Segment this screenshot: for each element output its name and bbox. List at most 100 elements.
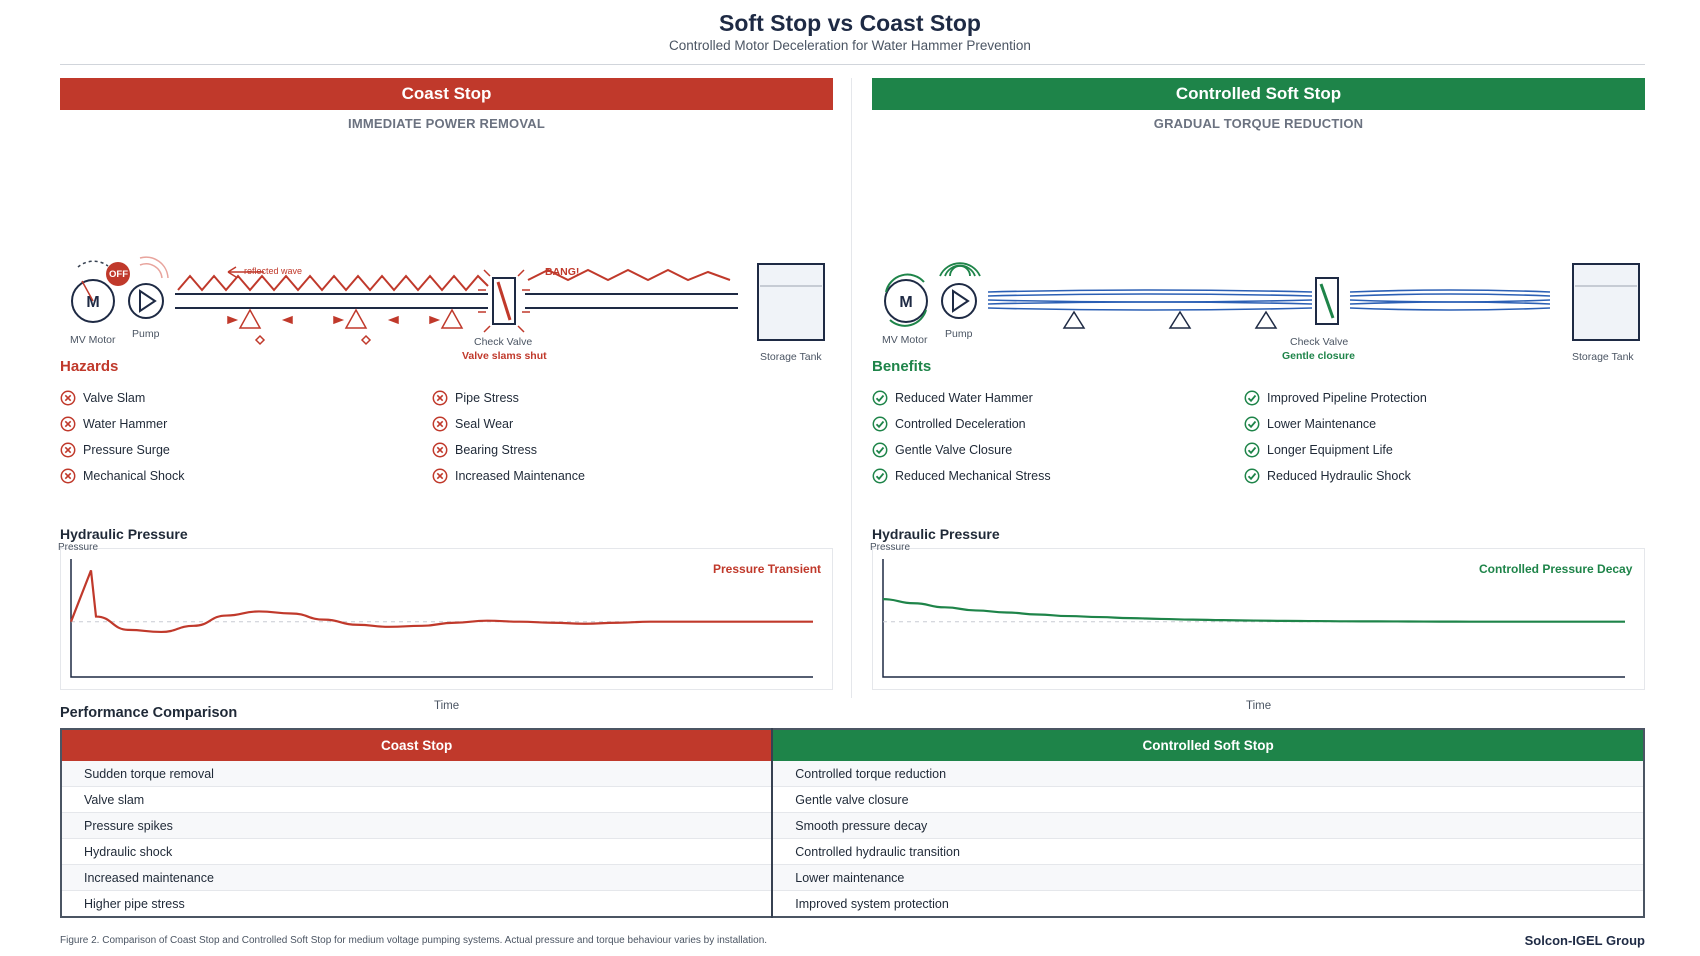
flow-lines <box>987 289 1551 311</box>
list-item: Gentle Valve Closure <box>872 442 1012 458</box>
list-item: Bearing Stress <box>432 442 537 458</box>
soft-check-valve-label: Check Valve <box>1290 336 1349 348</box>
x-circle-icon <box>432 416 448 432</box>
brand-name: Solcon-IGEL Group <box>1524 933 1645 948</box>
coast-chart-title: Hydraulic Pressure <box>60 526 188 542</box>
check-circle-icon <box>1244 390 1260 406</box>
x-circle-icon <box>432 468 448 484</box>
table-cell: Lower maintenance <box>771 864 1644 891</box>
list-item-label: Gentle Valve Closure <box>895 443 1013 457</box>
table-cell: Controlled torque reduction <box>771 761 1644 787</box>
pressure-transient-label: Pressure Transient <box>713 562 822 576</box>
table-cell: Increased maintenance <box>61 864 773 891</box>
table-cell: Controlled hydraulic transition <box>771 838 1644 865</box>
list-item-label: Lower Maintenance <box>1267 417 1377 431</box>
list-item-label: Water Hammer <box>83 417 168 431</box>
table-header-soft: Controlled Soft Stop <box>771 729 1644 761</box>
soft-stop-banner: Controlled Soft Stop <box>872 78 1645 110</box>
title-divider <box>60 64 1645 65</box>
table-header-coast: Coast Stop <box>61 729 773 761</box>
list-item: Lower Maintenance <box>1244 416 1376 432</box>
pump-icon <box>128 256 169 319</box>
off-badge-icon <box>106 262 130 286</box>
list-item-label: Pipe Stress <box>455 391 519 405</box>
motor-icon: M <box>884 273 928 327</box>
coast-tank-label: Storage Tank <box>760 351 822 363</box>
list-item: Seal Wear <box>432 416 513 432</box>
list-item: Reduced Mechanical Stress <box>872 468 1051 484</box>
list-item-label: Reduced Mechanical Stress <box>895 469 1051 483</box>
table-cell: Gentle valve closure <box>771 786 1644 813</box>
coast-pressure-chart <box>60 548 833 690</box>
soft-chart-title: Hydraulic Pressure <box>872 526 1000 542</box>
list-item: Increased Maintenance <box>432 468 585 484</box>
coast-system-diagram: M <box>71 256 825 346</box>
soft-system-diagram: M <box>884 262 1640 341</box>
pump-icon <box>939 262 981 319</box>
page-title: Soft Stop vs Coast Stop <box>719 10 981 36</box>
figure-caption: Figure 2. Comparison of Coast Stop and C… <box>60 935 768 946</box>
storage-tank-icon <box>1572 263 1640 341</box>
list-item-label: Longer Equipment Life <box>1267 443 1393 457</box>
table-cell: Sudden torque removal <box>61 761 773 787</box>
hazards-heading: Hazards <box>60 358 119 375</box>
check-circle-icon <box>1244 468 1260 484</box>
motor-icon: M <box>71 260 115 323</box>
off-badge-label: OFF <box>109 269 128 280</box>
list-item-label: Increased Maintenance <box>455 469 585 483</box>
x-circle-icon <box>60 468 76 484</box>
performance-comparison-title: Performance Comparison <box>60 705 238 721</box>
check-valve-gentle-icon <box>1315 277 1339 325</box>
list-item: Mechanical Shock <box>60 468 184 484</box>
x-circle-icon <box>432 390 448 406</box>
check-circle-icon <box>872 468 888 484</box>
check-circle-icon <box>872 442 888 458</box>
panel-divider <box>851 78 852 698</box>
soft-tagline: GRADUAL TORQUE REDUCTION <box>1153 116 1364 131</box>
table-cell: Higher pipe stress <box>61 890 773 918</box>
list-item: Valve Slam <box>60 390 145 406</box>
list-item-label: Pressure Surge <box>83 443 170 457</box>
soft-pressure-chart <box>872 548 1645 690</box>
check-valve-slam-icon <box>478 269 530 333</box>
x-circle-icon <box>60 416 76 432</box>
list-item: Longer Equipment Life <box>1244 442 1393 458</box>
soft-motor-label: MV Motor <box>882 334 928 346</box>
soft-chart-ylabel: Pressure <box>870 542 911 553</box>
pipe-supports-icon <box>227 308 464 346</box>
bang-label: BANG! <box>545 266 580 278</box>
list-item-label: Seal Wear <box>455 417 514 431</box>
reflected-wave-arrow-icon <box>227 266 264 278</box>
reflected-wave-label: reflected wave <box>244 266 303 276</box>
pressure-series-line <box>69 570 813 634</box>
valve-slams-label: Valve slams shut <box>462 350 547 362</box>
list-item-label: Mechanical Shock <box>83 469 185 483</box>
svg-text:M: M <box>86 294 99 311</box>
list-item: Water Hammer <box>60 416 167 432</box>
table-cell: Hydraulic shock <box>61 838 773 865</box>
pipe-supports-icon <box>1062 310 1278 329</box>
list-item: Reduced Hydraulic Shock <box>1244 468 1411 484</box>
list-item: Reduced Water Hammer <box>872 390 1033 406</box>
coast-motor-label: MV Motor <box>70 334 116 346</box>
list-item: Controlled Deceleration <box>872 416 1026 432</box>
table-cell: Smooth pressure decay <box>771 812 1644 839</box>
soft-chart-xlabel: Time <box>1246 700 1272 712</box>
coast-chart-xlabel: Time <box>434 700 460 712</box>
svg-text:M: M <box>899 294 912 311</box>
list-item-label: Controlled Deceleration <box>895 417 1026 431</box>
storage-tank-icon <box>757 263 825 341</box>
pressure-series-line <box>882 598 1625 623</box>
page-subtitle: Controlled Motor Deceleration for Water … <box>669 38 1031 53</box>
list-item-label: Improved Pipeline Protection <box>1267 391 1427 405</box>
x-circle-icon <box>60 390 76 406</box>
coast-stop-banner: Coast Stop <box>60 78 833 110</box>
check-circle-icon <box>872 416 888 432</box>
coast-tagline: IMMEDIATE POWER REMOVAL <box>348 116 545 131</box>
chart-axes <box>882 559 1625 678</box>
